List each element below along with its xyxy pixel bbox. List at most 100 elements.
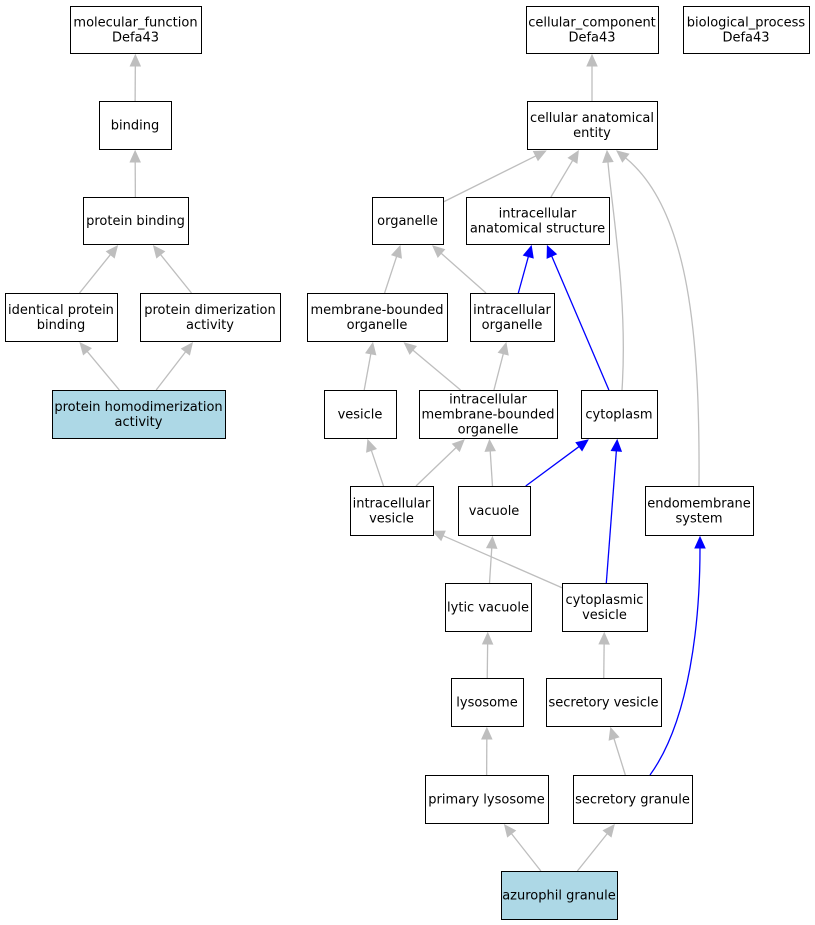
node-box bbox=[526, 6, 659, 54]
edge-secretory_granule-to-secretory_vesicle bbox=[613, 738, 626, 776]
node-lysosome[interactable]: lysosome bbox=[451, 678, 524, 727]
node-label-line: intracellular bbox=[499, 207, 577, 222]
arrowhead-intracellular_membrane_bounded_organelle-to-intracellular_organelle bbox=[497, 341, 509, 356]
arrowhead-binding-to-molecular_function bbox=[129, 53, 142, 67]
edge-membrane_bounded_organelle-to-organelle bbox=[383, 256, 398, 294]
node-box bbox=[645, 486, 754, 536]
arrowhead-cytoplasm-to-intracellular_anatomical_structure bbox=[546, 244, 558, 259]
node-box bbox=[451, 678, 524, 727]
node-label-line: Defa43 bbox=[722, 31, 769, 46]
edge-intracellular_organelle-to-organelle bbox=[440, 252, 487, 294]
arrowhead-lysosome-to-lytic_vacuole bbox=[481, 631, 494, 645]
node-label-line: lytic vacuole bbox=[447, 601, 529, 616]
node-label-line: protein homodimerization bbox=[54, 400, 222, 415]
node-label-line: cytoplasmic bbox=[566, 593, 644, 608]
node-secretory-vesicle[interactable]: secretory vesicle bbox=[546, 678, 662, 727]
node-label-line: organelle bbox=[458, 423, 519, 438]
edge-protein_homodimerization_activity-to-identical_protein_binding bbox=[86, 351, 120, 391]
node-box bbox=[83, 197, 189, 245]
edge-lytic_vacuole-to-vacuole bbox=[488, 547, 493, 584]
arrowhead-protein_homodimerization_activity-to-identical_protein_binding bbox=[79, 342, 92, 356]
arrowhead-primary_lysosome-to-lysosome bbox=[481, 726, 493, 740]
node-label-line: protein dimerization bbox=[144, 303, 276, 318]
node-label-line: cytoplasm bbox=[585, 408, 652, 423]
edge-endomembrane_system-to-cellular_anatomical_entity bbox=[625, 157, 700, 487]
node-label-line: lysosome bbox=[456, 696, 517, 711]
arrowhead-intracellular_organelle-to-organelle bbox=[432, 245, 446, 258]
edge-cytoplasm-to-intracellular_anatomical_structure bbox=[551, 255, 610, 391]
node-label-line: anatomical structure bbox=[470, 222, 605, 237]
node-azurophil-granule[interactable]: azurophil granule bbox=[501, 871, 618, 920]
node-label-line: binding bbox=[37, 318, 85, 333]
node-secretory-granule[interactable]: secretory granule bbox=[573, 775, 693, 824]
arrowhead-intracellular_anatomical_structure-to-cellular_anatomical_entity bbox=[567, 149, 579, 164]
node-primary-lysosome[interactable]: primary lysosome bbox=[425, 775, 549, 824]
node-label-line: organelle bbox=[347, 318, 408, 333]
arrowhead-intracellular_organelle-to-intracellular_anatomical_structure bbox=[522, 244, 534, 259]
arrowhead-vacuole-to-cytoplasm bbox=[575, 439, 589, 452]
node-label-line: intracellular bbox=[353, 497, 431, 512]
node-box bbox=[70, 6, 202, 54]
node-label-line: primary lysosome bbox=[428, 793, 544, 808]
node-vesicle[interactable]: vesicle bbox=[324, 390, 397, 439]
node-label-line: intracellular bbox=[473, 303, 551, 318]
arrowhead-azurophil_granule-to-primary_lysosome bbox=[503, 824, 517, 838]
node-label-line: organelle bbox=[482, 318, 543, 333]
arrowhead-intracellular_vesicle-to-intracellular_membrane_bounded_organelle bbox=[451, 439, 465, 453]
edge-cytoplasm-to-cellular_anatomical_entity bbox=[607, 161, 624, 391]
node-binding[interactable]: binding bbox=[99, 101, 172, 150]
node-label-line: secretory granule bbox=[575, 793, 690, 808]
node-box bbox=[5, 293, 118, 342]
node-organelle[interactable]: organelle bbox=[372, 197, 444, 245]
arrowhead-intracellular_membrane_bounded_organelle-to-membrane_bounded_organelle bbox=[403, 342, 417, 355]
node-cytoplasm[interactable]: cytoplasm bbox=[581, 390, 658, 439]
arrowhead-azurophil_granule-to-secretory_granule bbox=[602, 824, 615, 838]
node-box bbox=[546, 678, 662, 727]
edges-layer bbox=[79, 53, 706, 872]
edge-identical_protein_binding-to-protein_binding bbox=[79, 254, 111, 294]
arrowhead-cytoplasmic_vesicle-to-intracellular_vesicle bbox=[431, 530, 446, 542]
node-vacuole[interactable]: vacuole bbox=[458, 486, 531, 536]
node-label-line: membrane-bounded bbox=[310, 303, 443, 318]
arrowhead-cellular_anatomical_entity-to-cellular_component bbox=[586, 53, 598, 67]
arrowhead-cytoplasmic_vesicle-to-cytoplasm bbox=[610, 438, 623, 452]
node-lytic-vacuole[interactable]: lytic vacuole bbox=[445, 583, 532, 632]
node-box bbox=[419, 390, 558, 439]
node-label-line: secretory vesicle bbox=[548, 696, 658, 711]
node-box bbox=[372, 197, 444, 245]
node-label-line: Defa43 bbox=[568, 31, 615, 46]
node-label-line: intracellular bbox=[449, 393, 527, 408]
arrowhead-cytoplasm-to-cellular_anatomical_entity bbox=[602, 149, 614, 163]
node-protein-binding[interactable]: protein binding bbox=[83, 197, 189, 245]
node-label-line: entity bbox=[573, 126, 611, 141]
edge-cytoplasmic_vesicle-to-intracellular_vesicle bbox=[442, 535, 563, 589]
node-label-line: binding bbox=[111, 119, 159, 134]
edge-intracellular_membrane_bounded_organelle-to-intracellular_organelle bbox=[493, 353, 504, 391]
node-box bbox=[52, 390, 226, 439]
arrowhead-protein_homodimerization_activity-to-protein_dimerization_activity bbox=[180, 342, 194, 356]
node-label-line: activity bbox=[115, 415, 163, 430]
edge-vacuole-to-cytoplasm bbox=[525, 446, 580, 487]
edge-azurophil_granule-to-secretory_granule bbox=[576, 833, 608, 872]
arrowhead-intracellular_vesicle-to-vesicle bbox=[366, 438, 378, 453]
node-label-line: Defa43 bbox=[112, 31, 159, 46]
arrowhead-organelle-to-cellular_anatomical_entity bbox=[532, 150, 547, 162]
node-label-line: organelle bbox=[377, 214, 438, 229]
node-box bbox=[307, 293, 448, 342]
arrowhead-protein_dimerization_activity-to-protein_binding bbox=[152, 245, 166, 259]
